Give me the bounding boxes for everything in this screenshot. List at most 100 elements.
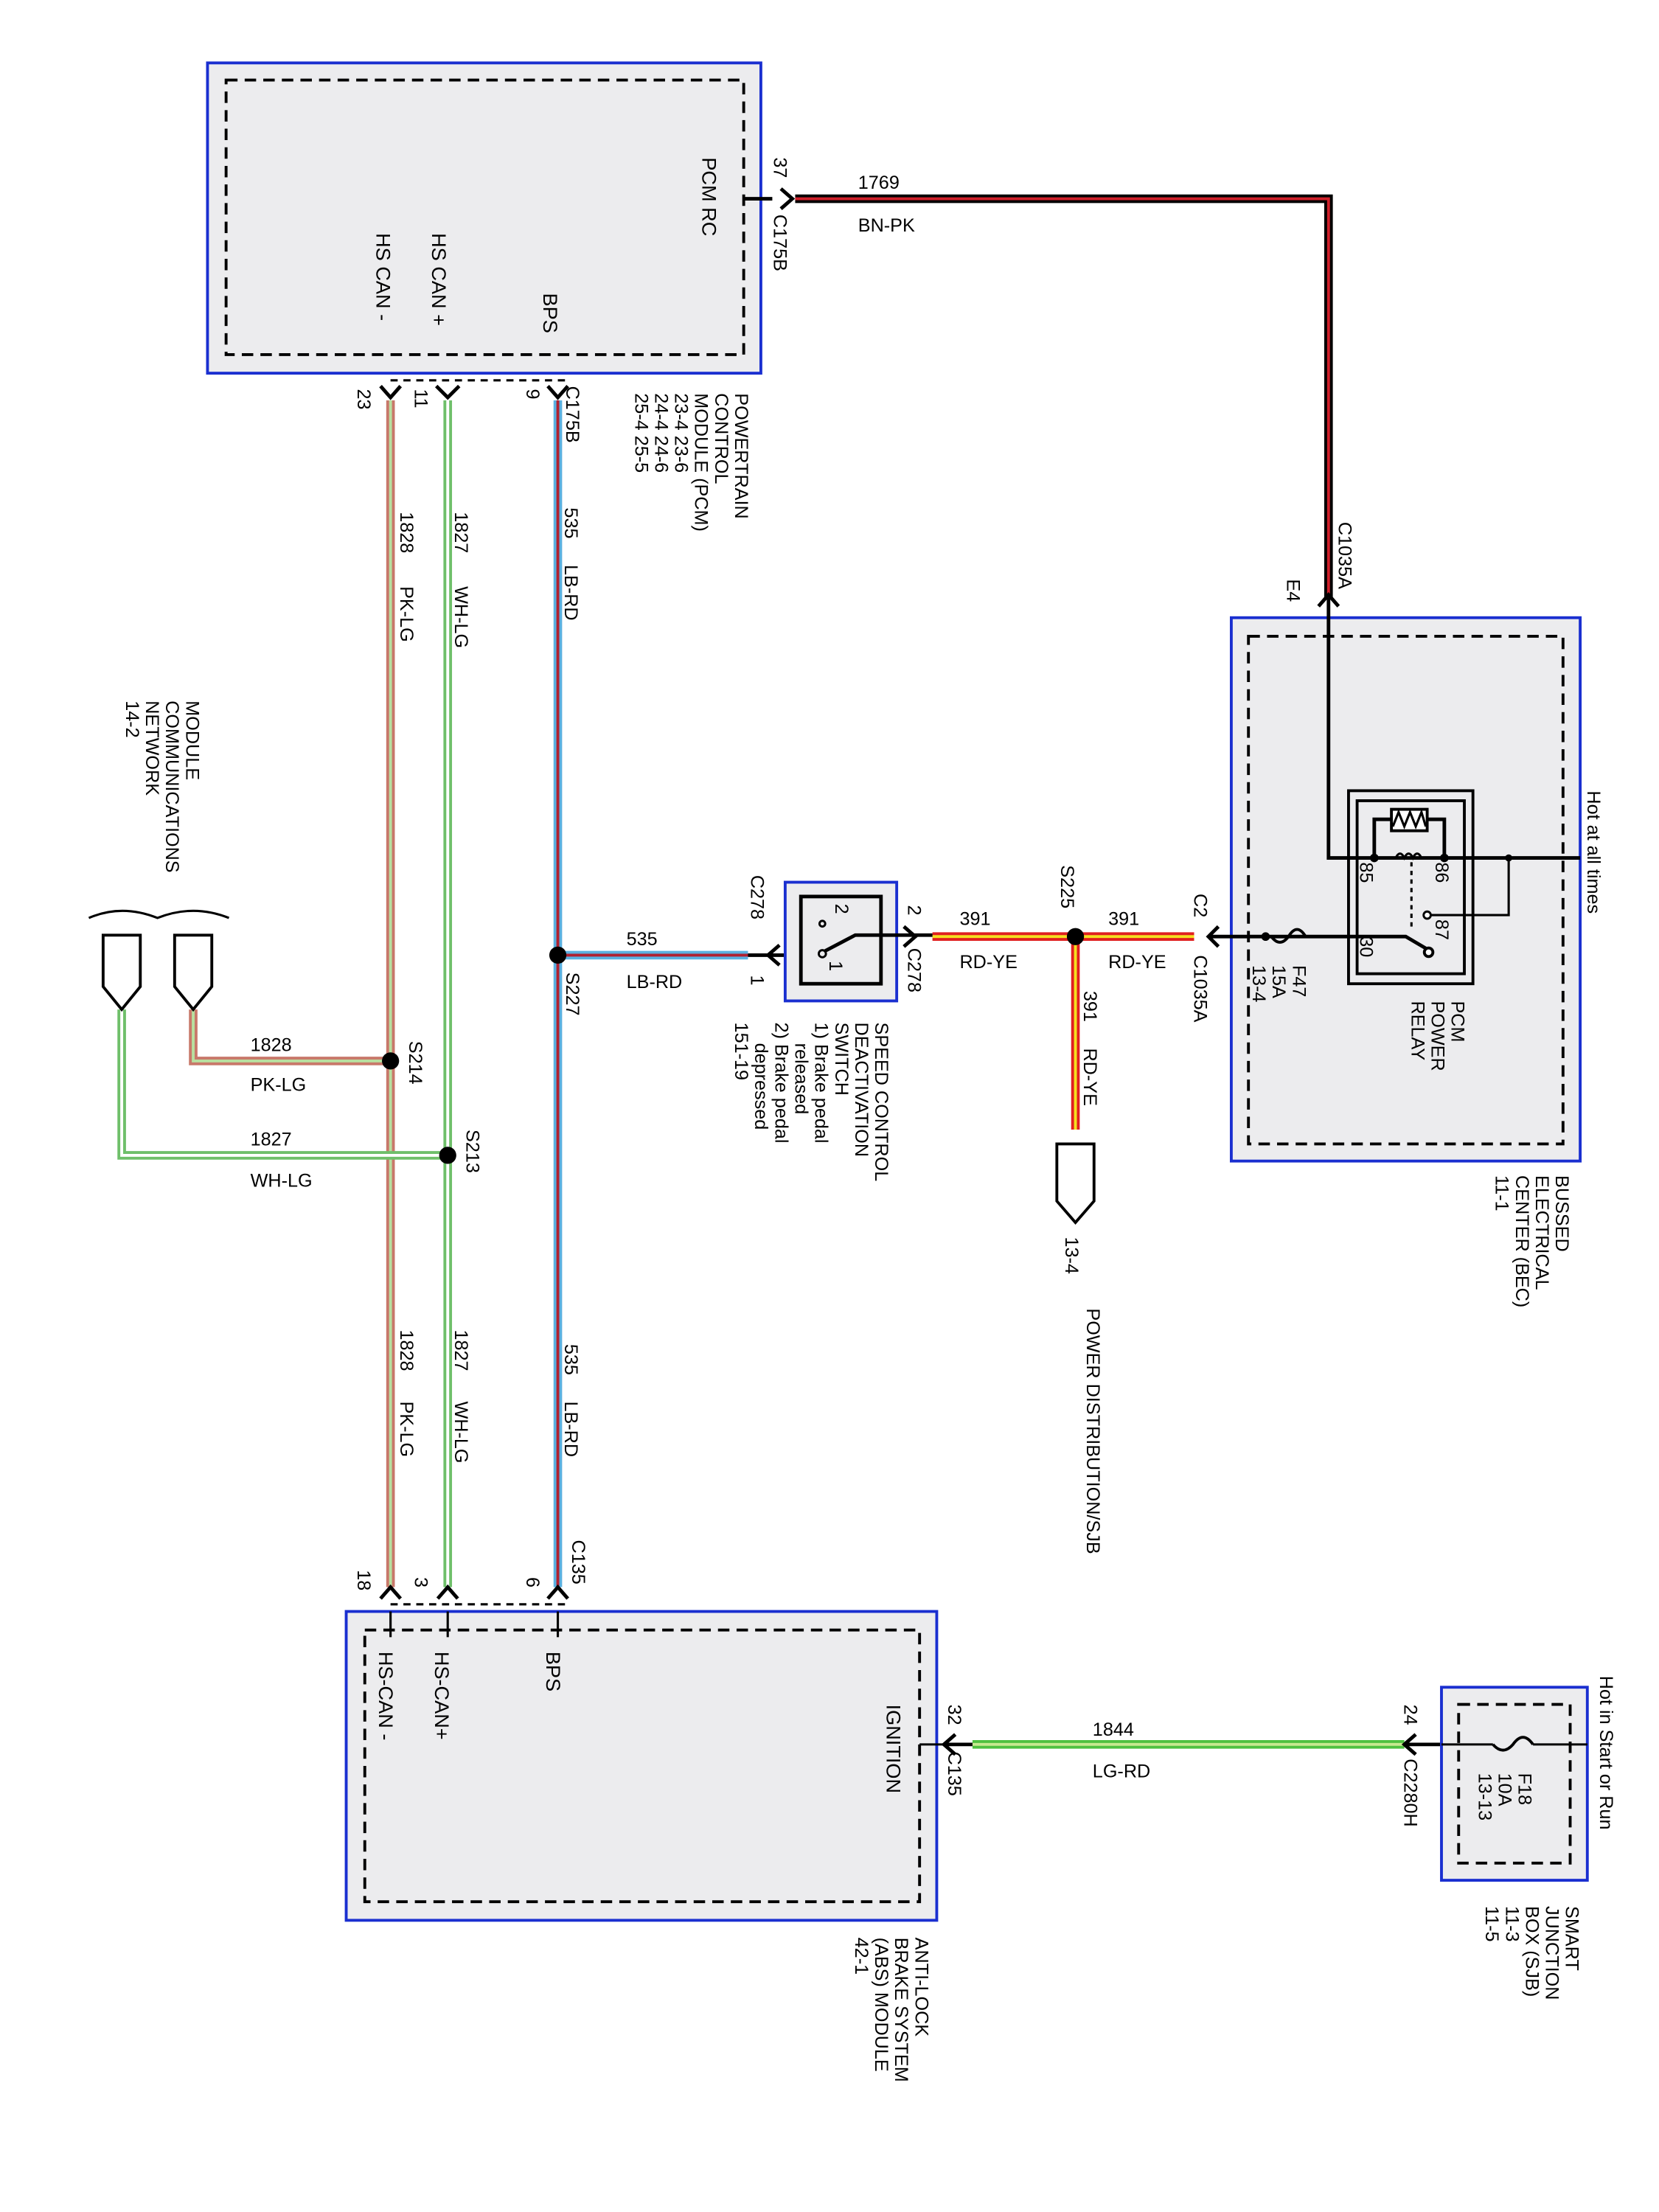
relay-outer-box: [1347, 789, 1475, 986]
splice-s227-label: S227: [562, 973, 582, 1016]
sjb-module: 24 C2280H F18 10A 13-13 Hot in Start or …: [1400, 1676, 1617, 2005]
wire-1769[interactable]: [795, 194, 1333, 598]
abs-pin-6: 6: [522, 1577, 543, 1587]
wire-535-branch-color: LB-RD: [627, 972, 683, 992]
splice-s227: [549, 946, 567, 964]
wire-1828-circuit-bottom: 1828: [396, 1329, 417, 1371]
abs-pin-label-ignition: IGNITION: [883, 1705, 905, 1794]
bec-connector-c1035a: C1035A: [1190, 955, 1211, 1022]
splices: S227 S225 S214 S213: [382, 865, 1085, 1173]
switch-title: SPEED CONTROL DEACTIVATION SWITCH 1) Bra…: [731, 1023, 891, 1187]
switch-contact-1: [818, 949, 827, 959]
pcm-pin37-arrow-icon: [743, 187, 796, 210]
network-title: MODULE COMMUNICATIONS NETWORK 14-2: [122, 700, 202, 877]
network-arc-icon: [88, 909, 230, 919]
relay-resistor-zigzag-icon: [1391, 808, 1427, 830]
relay-inner-box: [1355, 799, 1466, 975]
switch-pin2-arrow-icon: [902, 925, 919, 948]
splice-s213-label: S213: [462, 1130, 482, 1173]
pcm-pin-label-hs-can-minus: HS CAN -: [372, 233, 394, 321]
wire-1828-color-top: PK-LG: [396, 586, 417, 642]
sjb-box: [1440, 1686, 1589, 1882]
bec-connector-c1035a-top: C1035A: [1334, 522, 1354, 589]
bec-pin-e4: E4: [1283, 579, 1304, 602]
fuse-f47-icon[interactable]: [1270, 928, 1307, 944]
relay-title: PCM POWER RELAY: [1407, 1001, 1467, 1076]
sjb-title: SMART JUNCTION BOX (SJB) 11-3 11-5: [1481, 1906, 1582, 2005]
splice-s225: [1066, 928, 1085, 945]
switch-connector-c278-right: C278: [904, 948, 925, 992]
abs-connector-c135-top: C135: [568, 1540, 588, 1585]
sjb-pin-24: 24: [1400, 1705, 1421, 1725]
bec-module: C1035A E4 Hot at all times 85 86 87 30 P…: [1190, 522, 1604, 1312]
wire-1828-branch-circuit: 1828: [251, 1034, 292, 1055]
wire-535-color-bottom: LB-RD: [560, 1401, 581, 1457]
sjb-dashed-boundary: [1457, 1703, 1572, 1865]
wire-391-branch-color: RD-YE: [1079, 1048, 1100, 1105]
pcm-pin-label-hs-can-plus: HS CAN +: [428, 233, 451, 326]
abs-connector-c135-right: C135: [944, 1752, 964, 1796]
wire-1828-circuit-top: 1828: [396, 512, 417, 553]
pcm-module: PCM RC HS CAN - HS CAN + BPS 37 C175B 23…: [206, 61, 796, 537]
pcm-pin-label-bps: BPS: [539, 293, 562, 333]
wire-391-left-color: RD-YE: [959, 952, 1017, 973]
sjb-hot-in-start-or-run: Hot in Start or Run: [1596, 1676, 1616, 1830]
wire-391-left-circuit: 391: [959, 909, 990, 930]
wire-1828-branch[interactable]: [189, 1009, 391, 1065]
bec-connector-c2: C2: [1190, 894, 1211, 917]
relay-pin-87: 87: [1431, 919, 1452, 940]
relay-coil-feed-wire: [1326, 597, 1581, 860]
wire-535-circuit-top: 535: [560, 507, 581, 538]
fuse-f47-terminal: [1261, 932, 1270, 942]
switch-lever-icon[interactable]: [824, 933, 933, 953]
wire-1827-branch-circuit: 1827: [251, 1129, 292, 1150]
relay-pin30-contact: [1422, 946, 1435, 959]
pcm-pin-arrow-icons: [379, 384, 569, 400]
pcm-dashed-boundary: [224, 78, 745, 356]
power-distribution-label[interactable]: POWER DISTRIBUTION/SJB: [1082, 1308, 1103, 1554]
wire-535-color-top: LB-RD: [560, 565, 581, 621]
bec-title: BUSSED ELECTRICAL CENTER (BEC) 11-1: [1492, 1175, 1572, 1312]
pcm-pin-9: 9: [522, 389, 543, 399]
relay-resistor-leads: [1372, 817, 1447, 858]
relay-pin87-contact: [1422, 910, 1432, 920]
fuse-f18-label: F18 10A 13-13: [1474, 1773, 1534, 1820]
wire-391-right-color: RD-YE: [1108, 952, 1166, 973]
hot-junction-dot: [1505, 854, 1512, 862]
wire-1827-color-bottom: WH-LG: [451, 1401, 471, 1463]
splice-s225-label: S225: [1057, 865, 1077, 908]
relay-coil-icon: [1394, 852, 1423, 861]
abs-pin-stubs: [389, 1611, 945, 1746]
pcm-pin-11: 11: [411, 389, 431, 408]
relay-pin86-dot: [1440, 853, 1449, 863]
abs-title: ANTI-LOCK BRAKE SYSTEM (ABS) MODULE 42-1: [851, 1938, 931, 2087]
wire-535-circuit-bottom: 535: [560, 1344, 581, 1375]
wire-1769-circuit: 1769: [858, 173, 900, 193]
wire-1827-circuit-top: 1827: [451, 512, 471, 553]
wire-391-branch-circuit: 391: [1079, 991, 1100, 1022]
network-connector-pk-lg-icon[interactable]: [173, 933, 214, 1012]
splice-s213: [439, 1147, 456, 1164]
abs-pin-3: 3: [411, 1577, 431, 1587]
bec-e4-arrow-icon: [1317, 592, 1340, 608]
fuse-f18-icon[interactable]: [1492, 1736, 1534, 1752]
pcm-pin-23: 23: [353, 389, 374, 409]
power-distribution-connector: 13-4 POWER DISTRIBUTION/SJB: [1055, 1142, 1103, 1554]
switch-inner-pin-2: 2: [831, 904, 852, 914]
pcm-title: POWERTRAIN CONTROL MODULE (PCM) 23-4 23-…: [630, 393, 751, 537]
abs-pin-label-hs-can-minus: HS-CAN -: [375, 1652, 397, 1741]
speed-control-deactivation-switch: 2 1 C278 1 2 C278 SPEED CONTROL DEACTIVA…: [731, 875, 933, 1187]
wires: [117, 194, 1405, 1749]
pcm-box: [206, 61, 762, 375]
relay-pin-85: 85: [1355, 862, 1376, 883]
wire-1769-stripe: [795, 197, 1330, 598]
splice-s214: [382, 1052, 400, 1070]
switch-inner-box: [799, 894, 883, 986]
switch-contact-2: [818, 919, 827, 928]
power-distribution-ref: 13-4: [1061, 1237, 1082, 1273]
wire-1827-circuit-bottom: 1827: [451, 1329, 471, 1371]
network-connector-wh-lg-icon[interactable]: [101, 933, 142, 1012]
wire-1827-branch-stripe: [120, 1009, 448, 1157]
wire-1828-color-bottom: PK-LG: [396, 1401, 417, 1457]
